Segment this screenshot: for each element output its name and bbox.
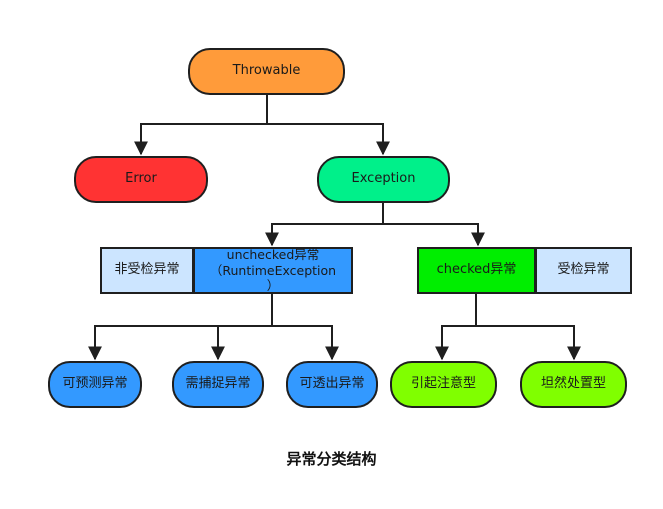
throwable-node: Throwable [188, 48, 345, 95]
calm-node: 坦然处置型 [520, 361, 627, 408]
edge-throwable-error [134, 95, 268, 156]
error-node: Error [74, 156, 208, 203]
edge-exception-unchecked [265, 202, 384, 247]
checked-node: checked异常 [417, 247, 536, 294]
edge-unchecked-predictable [88, 293, 273, 361]
catch-needed-node: 需捕捉异常 [172, 361, 264, 408]
checked-cn-label: 受检异常 [535, 247, 632, 294]
edge-throwable-exception [267, 123, 390, 156]
passthrough-node: 可透出异常 [286, 361, 378, 408]
edge-checked-attention [435, 293, 477, 361]
diagram-title: 异常分类结构 [286, 450, 377, 468]
edge-unchecked-passthrough [272, 325, 339, 361]
predictable-node: 可预测异常 [48, 361, 142, 408]
unchecked-cn-label: 非受检异常 [100, 247, 194, 294]
edge-checked-calm [476, 325, 581, 361]
unchecked-node: unchecked异常 （RuntimeException ） [193, 247, 353, 294]
attention-node: 引起注意型 [390, 361, 497, 408]
edge-exception-checked [383, 223, 485, 247]
exception-node: Exception [317, 156, 450, 203]
